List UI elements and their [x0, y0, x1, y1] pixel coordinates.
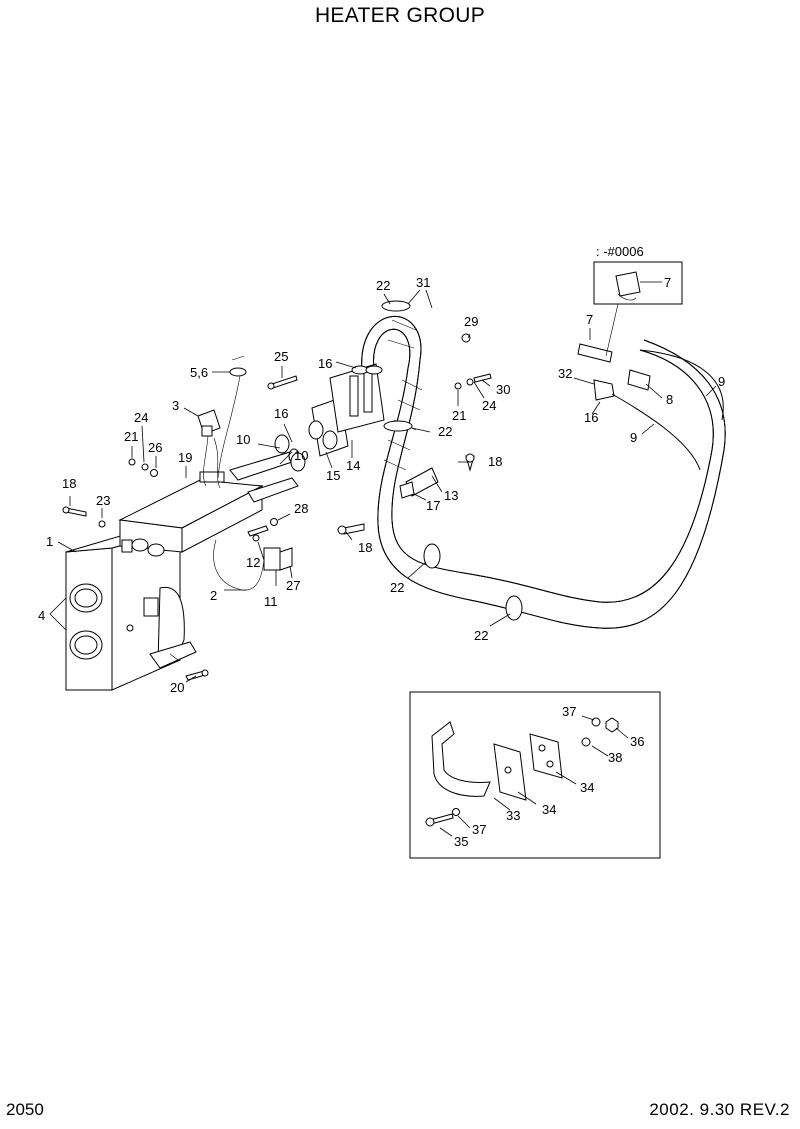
callout-35: 35 [454, 834, 468, 849]
callout-21-right: 21 [452, 408, 466, 423]
callout-1: 1 [46, 534, 53, 549]
callout-11: 11 [264, 594, 278, 609]
hose-adapter [308, 363, 385, 457]
callout-27: 27 [286, 578, 300, 593]
callout-34-right: 34 [580, 780, 594, 795]
callout-labels: 1 2 3 4 5,6 7 7 8 9 9 10 10 11 12 13 14 … [38, 244, 725, 849]
callout-22-lower-left: 22 [390, 580, 404, 595]
callout-22-lower-right: 22 [474, 628, 488, 643]
callout-2: 2 [210, 588, 217, 603]
callout-7: 7 [586, 312, 593, 327]
callout-10-upper: 10 [236, 432, 250, 447]
callout-22-top: 22 [376, 278, 390, 293]
callout-15: 15 [326, 468, 340, 483]
callout-16-right: 16 [584, 410, 598, 425]
distribution-box [118, 434, 306, 557]
callout-28: 28 [294, 501, 308, 516]
callout-9-upper: 9 [718, 374, 725, 389]
callout-10-lower: 10 [294, 448, 308, 463]
hose-bracket [337, 333, 492, 535]
callout-19: 19 [178, 450, 192, 465]
callout-18-left: 18 [62, 476, 76, 491]
callout-18-middle: 18 [358, 540, 372, 555]
page-number: 2050 [6, 1100, 44, 1119]
callout-7-inset: 7 [664, 275, 671, 290]
callout-29: 29 [464, 314, 478, 329]
callout-16-hose: 16 [318, 356, 332, 371]
callout-38: 38 [608, 750, 622, 765]
callout-23: 23 [96, 493, 110, 508]
callout-26: 26 [148, 440, 162, 455]
leader-lines [49, 281, 717, 837]
callout-3: 3 [172, 398, 179, 413]
fittings [577, 261, 724, 471]
callout-30: 30 [496, 382, 510, 397]
serial-note: : -#0006 [596, 244, 644, 259]
callout-24-right: 24 [482, 398, 496, 413]
callout-14: 14 [346, 458, 360, 473]
callout-36: 36 [630, 734, 644, 749]
callout-31: 31 [416, 275, 430, 290]
mounting-detail-inset [409, 691, 661, 859]
callout-9-lower: 9 [630, 430, 637, 445]
callout-24-left: 24 [134, 410, 148, 425]
callout-18-right: 18 [488, 454, 502, 469]
callout-32: 32 [558, 366, 572, 381]
callout-8: 8 [666, 392, 673, 407]
callout-20: 20 [170, 680, 184, 695]
callout-13: 13 [444, 488, 458, 503]
revision-date: 2002. 9.30 REV.2 [649, 1100, 790, 1119]
callout-37-top: 37 [562, 704, 576, 719]
callout-12: 12 [246, 555, 260, 570]
heater-unit [65, 529, 209, 691]
callout-17: 17 [426, 498, 440, 513]
callout-4: 4 [38, 608, 45, 623]
callout-16-left: 16 [274, 406, 288, 421]
callout-25: 25 [274, 349, 288, 364]
wiring-harness [62, 355, 298, 591]
callout-33: 33 [506, 808, 520, 823]
page-title: HEATER GROUP [314, 4, 486, 27]
callout-22-middle: 22 [438, 424, 452, 439]
callout-34-middle: 34 [542, 802, 556, 817]
heater-hoses [351, 300, 726, 629]
callout-37-bottom: 37 [472, 822, 486, 837]
callout-21-left: 21 [124, 429, 138, 444]
callout-5-6: 5,6 [190, 365, 208, 380]
